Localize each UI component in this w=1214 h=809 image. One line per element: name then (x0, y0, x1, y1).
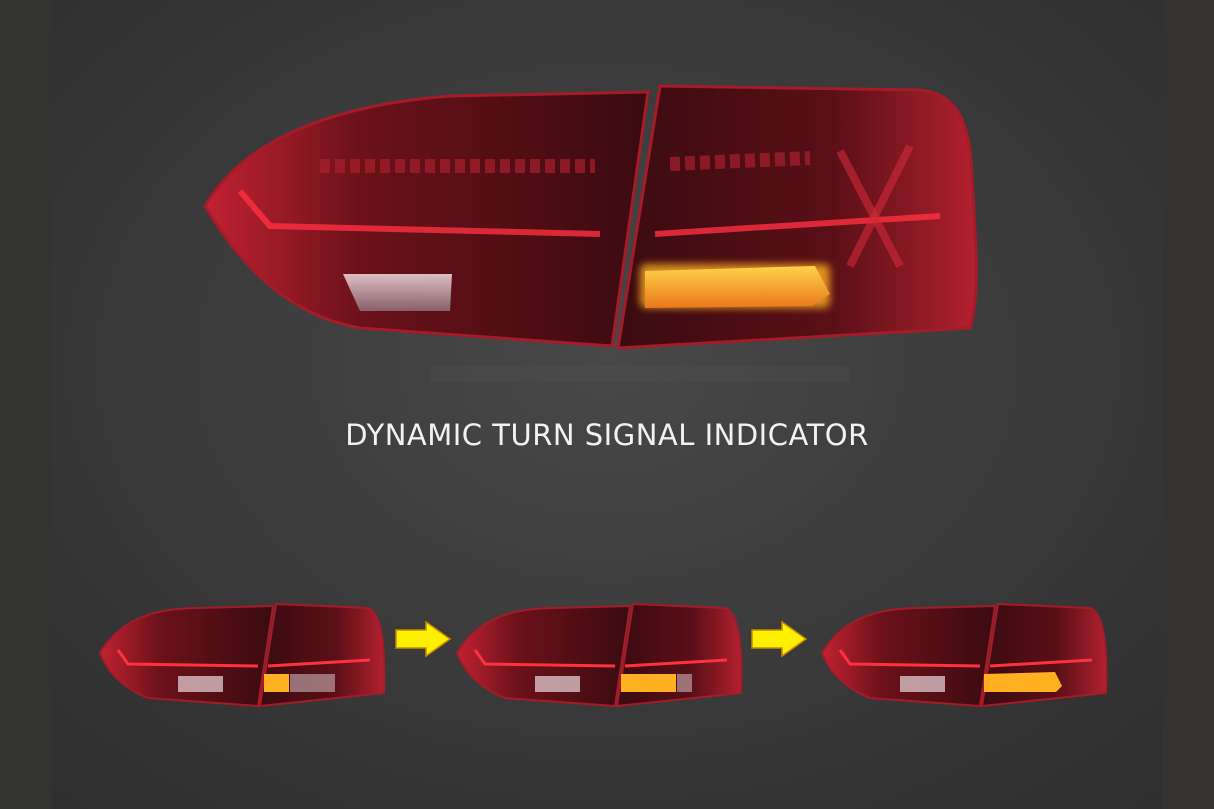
left-border (0, 0, 52, 809)
caption-heading: DYNAMIC TURN SIGNAL INDICATOR (345, 418, 869, 452)
sequence-thumbnail-3 (820, 602, 1108, 708)
right-border (1162, 0, 1214, 809)
arrow-right-icon (395, 620, 452, 658)
arrow-right-icon (751, 620, 808, 658)
sequence-thumbnail-2 (455, 602, 743, 708)
sequence-thumbnail-1 (98, 602, 386, 708)
hero-taillight-image (203, 84, 978, 382)
